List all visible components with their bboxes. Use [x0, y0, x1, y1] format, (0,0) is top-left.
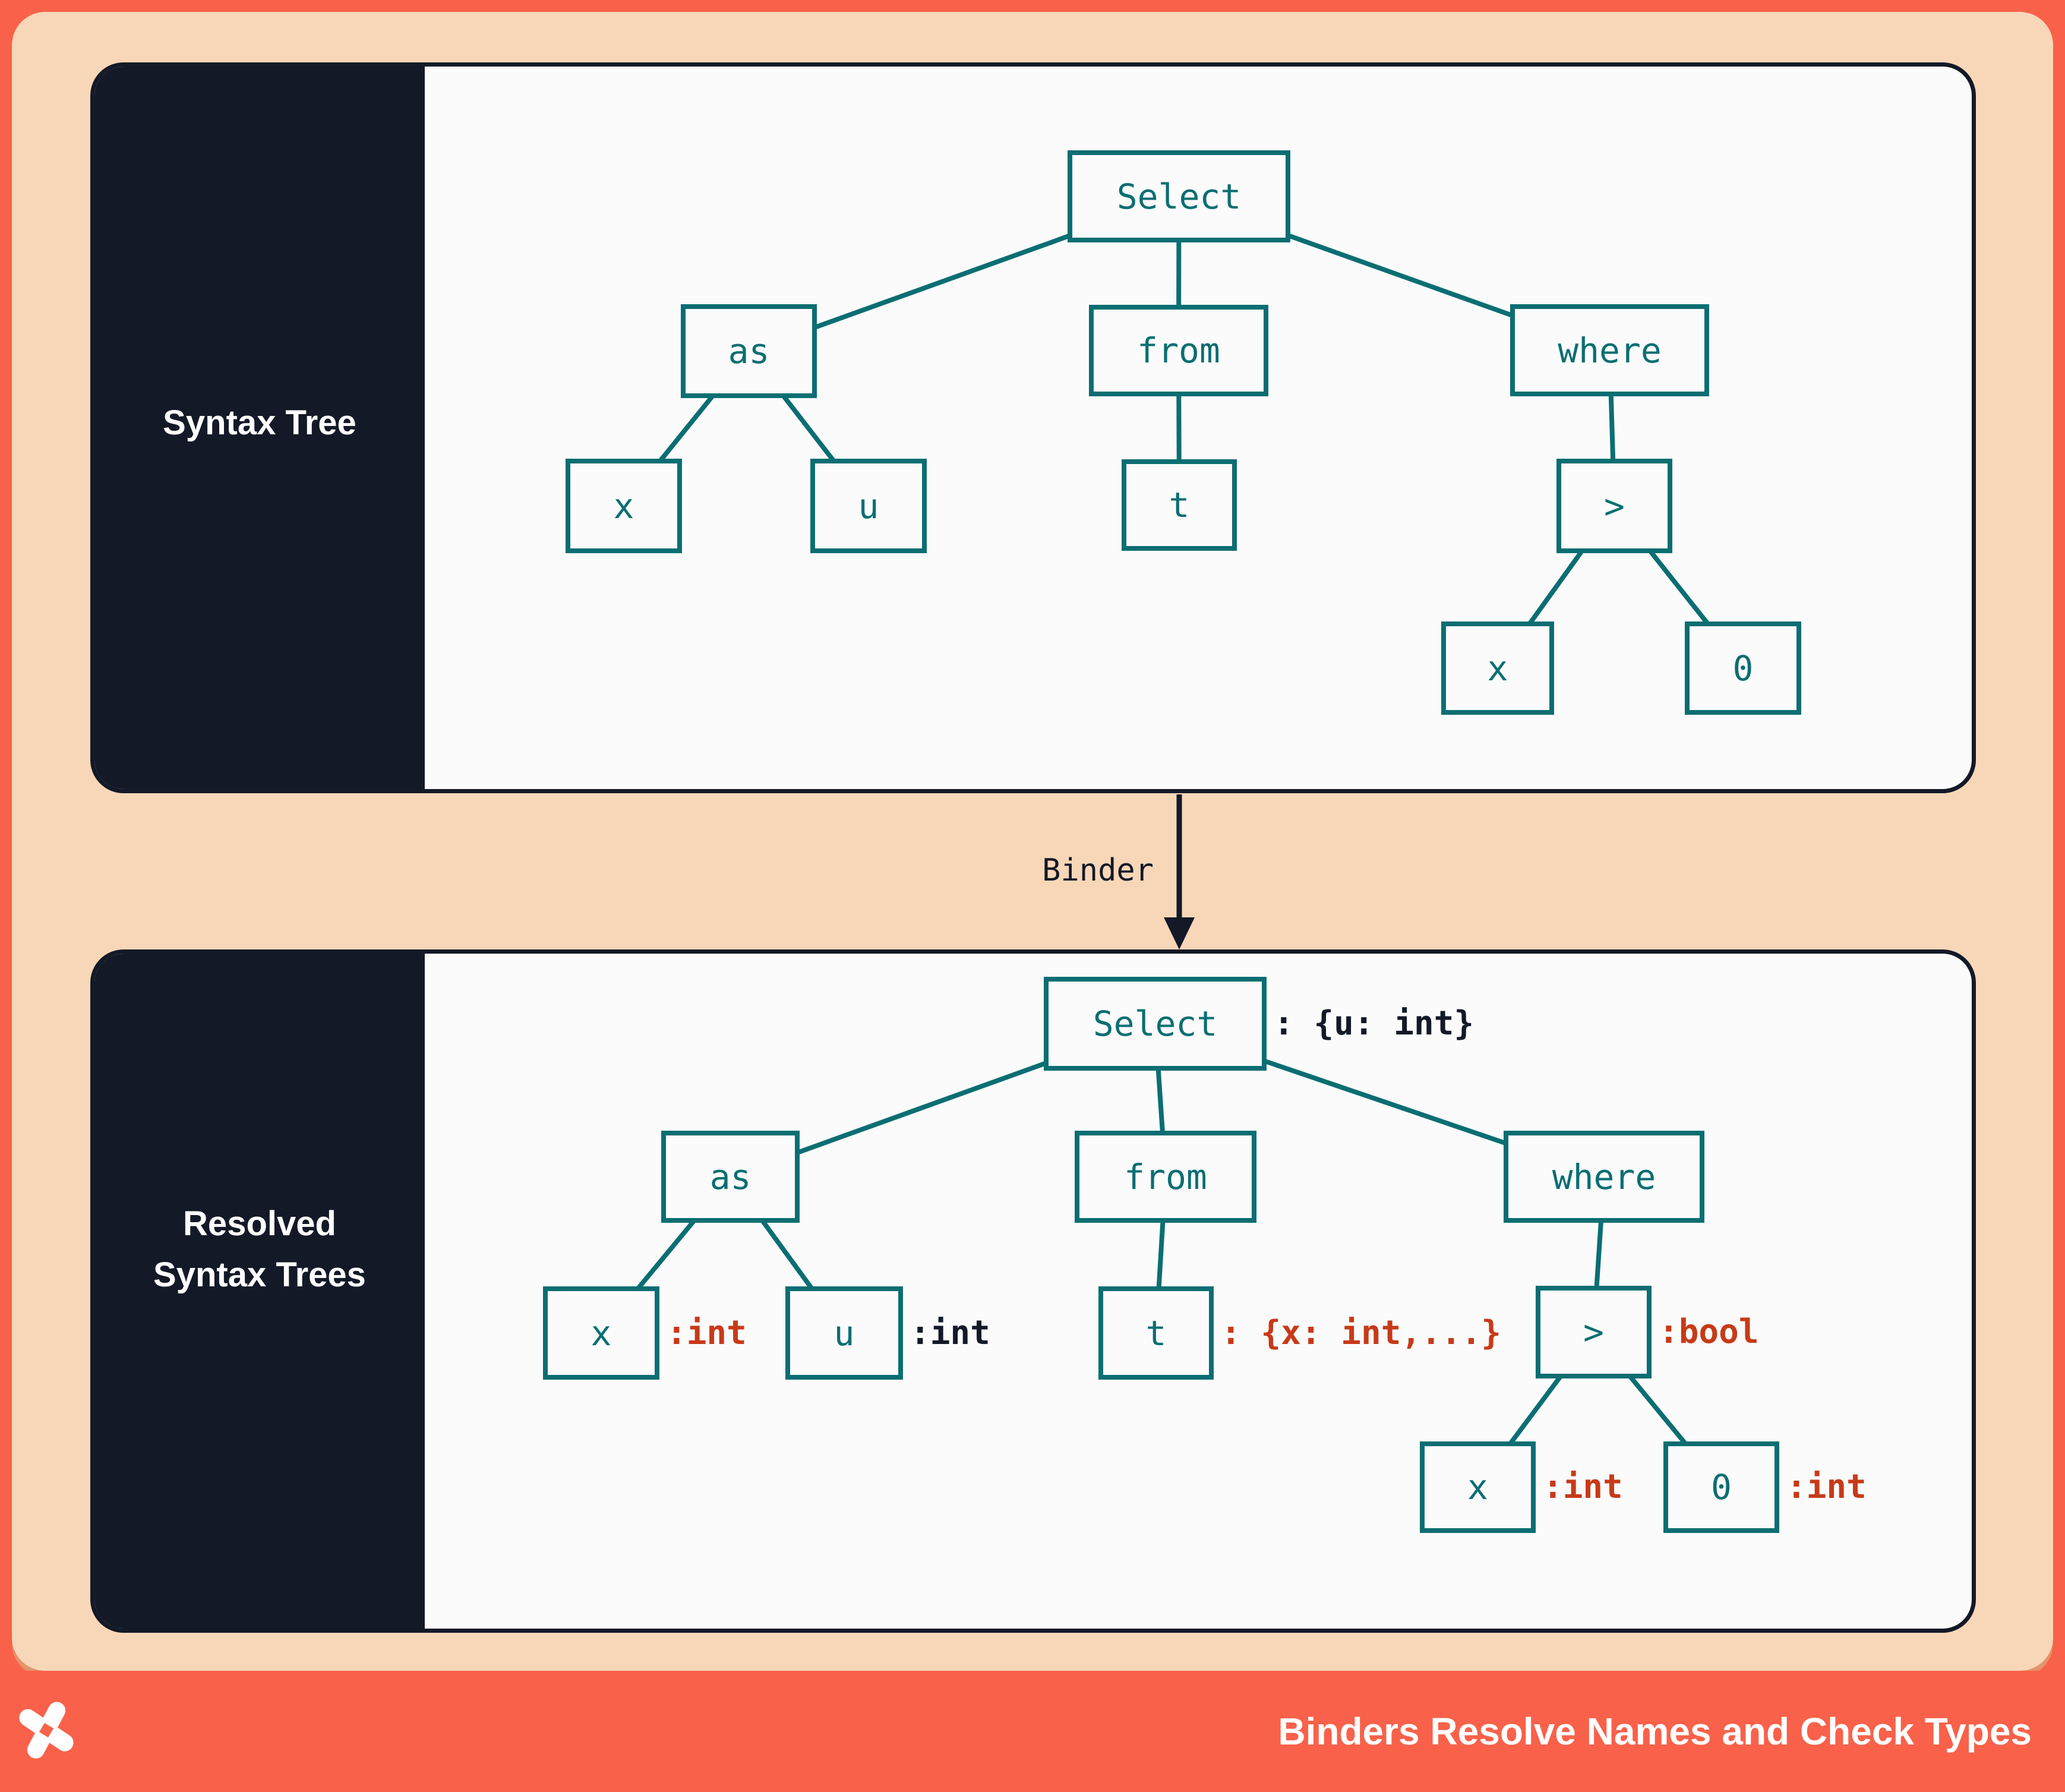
binder-label: Binder [1042, 853, 1154, 888]
sidebar-title-line: Syntax Trees [153, 1255, 366, 1294]
tree-node-resolved_tree-x1: x [543, 1286, 659, 1380]
tree-node-syntax_tree-zero: 0 [1685, 621, 1801, 715]
sidebar-title-line: Syntax Tree [163, 403, 356, 442]
tree-node-syntax_tree-from: from [1089, 305, 1268, 396]
tree-node-resolved_tree-u: u [785, 1286, 903, 1380]
tree-node-syntax_tree-x1: x [566, 459, 682, 553]
sidebar-title-syntax-tree: Syntax Tree [163, 397, 356, 449]
footer-bar [0, 1671, 2065, 1792]
type-annotation-x1: :int [667, 1313, 747, 1352]
sidebar-title-line: Resolved [183, 1204, 336, 1243]
tree-node-resolved_tree-where: where [1504, 1131, 1704, 1223]
tree-node-resolved_tree-zero: 0 [1663, 1441, 1779, 1533]
tree-node-resolved_tree-from: from [1075, 1131, 1256, 1223]
tree-node-resolved_tree-as: as [661, 1131, 800, 1223]
tree-node-syntax_tree-select: Select [1068, 150, 1290, 242]
tree-node-syntax_tree-gt: > [1556, 459, 1672, 553]
tree-node-resolved_tree-t: t [1098, 1286, 1214, 1380]
tree-node-syntax_tree-t: t [1122, 459, 1237, 551]
tree-node-syntax_tree-where: where [1510, 304, 1709, 396]
tree-node-syntax_tree-x2: x [1441, 621, 1554, 715]
type-annotation-zero: :int [1786, 1468, 1867, 1506]
type-annotation-u: :int [910, 1313, 990, 1352]
x-star-logo-icon [19, 1702, 74, 1759]
type-annotation-select: : {u: int} [1274, 1004, 1474, 1043]
footer-title: Binders Resolve Names and Check Types [1278, 1710, 2032, 1753]
type-annotation-x2: :int [1543, 1468, 1623, 1506]
tree-node-syntax_tree-u: u [810, 459, 927, 553]
tree-node-resolved_tree-select: Select [1044, 977, 1267, 1071]
panel-syntax-tree: Syntax Tree [90, 62, 1976, 793]
tree-node-resolved_tree-x2: x [1420, 1441, 1536, 1533]
sidebar-syntax-tree: Syntax Tree [94, 67, 425, 789]
tree-node-syntax_tree-as: as [681, 304, 817, 398]
type-annotation-gt: :bool [1659, 1313, 1759, 1351]
tree-node-resolved_tree-gt: > [1536, 1286, 1652, 1378]
type-annotation-t: : {x: int,...} [1221, 1313, 1502, 1352]
